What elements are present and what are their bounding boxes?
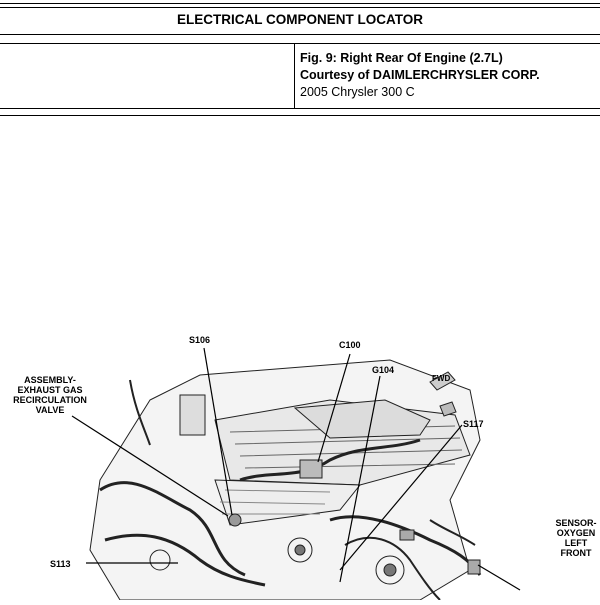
engine-figure: S106 C100 G104 S117 ASSEMBLY- EXHAUST GA… bbox=[0, 320, 600, 601]
figure-title: Fig. 9: Right Rear Of Engine (2.7L) bbox=[300, 51, 503, 65]
figure-vehicle: 2005 Chrysler 300 C bbox=[300, 85, 415, 99]
callout-c100: C100 bbox=[339, 340, 361, 350]
caption-bottom-rule bbox=[0, 115, 600, 116]
caption-divider bbox=[294, 44, 295, 108]
title-bottom-rule bbox=[0, 34, 600, 35]
fwd-arrow-label: FWD bbox=[432, 374, 451, 383]
leader-lines bbox=[71, 347, 521, 591]
callout-oxygen-sensor: SENSOR- OXYGEN LEFT FRONT bbox=[555, 518, 597, 558]
callout-g104: G104 bbox=[372, 365, 395, 375]
page-title: ELECTRICAL COMPONENT LOCATOR bbox=[177, 12, 423, 27]
figure-courtesy: Courtesy of DAIMLERCHRYSLER CORP. bbox=[300, 68, 540, 82]
figure-caption-box: Fig. 9: Right Rear Of Engine (2.7L) Cour… bbox=[0, 43, 600, 109]
callout-s117: S117 bbox=[463, 419, 484, 429]
callout-egr-valve: ASSEMBLY- EXHAUST GAS RECIRCULATION VALV… bbox=[13, 375, 87, 415]
engine-illustration bbox=[71, 347, 521, 601]
callout-s106: S106 bbox=[189, 335, 211, 345]
top-rule bbox=[0, 3, 600, 4]
callout-s113: S113 bbox=[50, 559, 71, 569]
figure-caption: Fig. 9: Right Rear Of Engine (2.7L) Cour… bbox=[300, 50, 540, 101]
engine-drawing bbox=[89, 359, 482, 601]
title-rule bbox=[0, 7, 600, 8]
